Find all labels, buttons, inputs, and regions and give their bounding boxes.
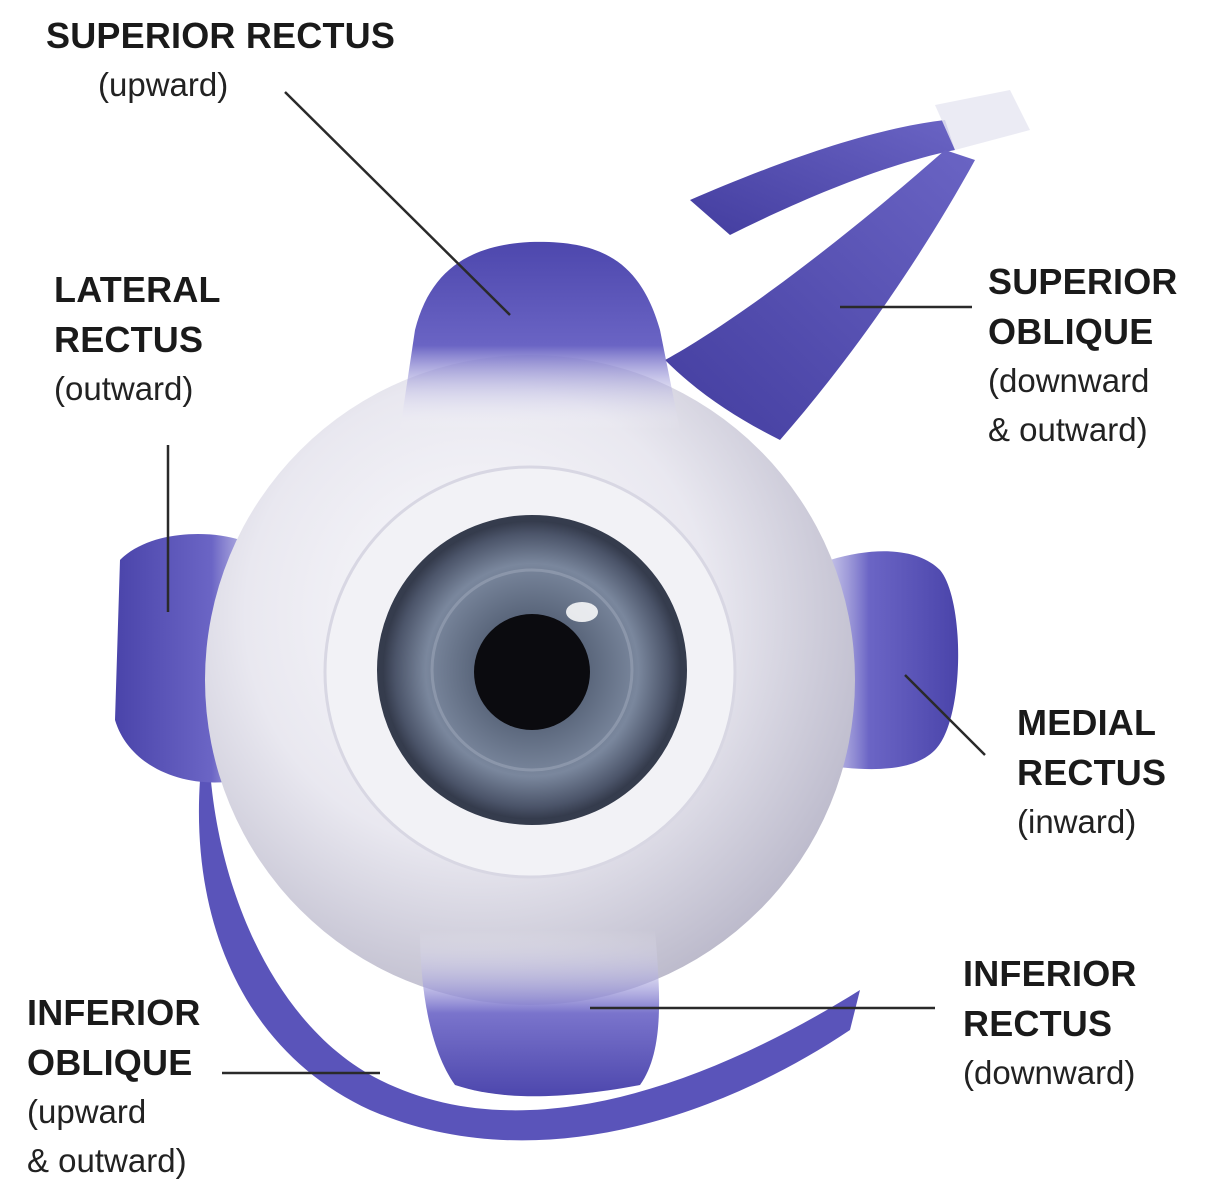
label-lateral-rectus: LATERAL RECTUS (outward) bbox=[54, 269, 221, 407]
iris-ring bbox=[430, 568, 634, 772]
inferior-rectus-muscle bbox=[420, 930, 660, 1097]
inferior-oblique-name-line1: INFERIOR bbox=[27, 992, 201, 1033]
inferior-rectus-name-line2: RECTUS bbox=[963, 1003, 1113, 1044]
label-inferior-rectus: INFERIOR RECTUS (downward) bbox=[963, 953, 1137, 1091]
inferior-rectus-name-line1: INFERIOR bbox=[963, 953, 1137, 994]
superior-rectus-function: (upward) bbox=[98, 66, 229, 103]
label-superior-rectus: SUPERIOR RECTUS (upward) bbox=[46, 15, 396, 103]
trochlea-tendon bbox=[935, 90, 1030, 150]
medial-rectus-name-line1: MEDIAL bbox=[1017, 702, 1157, 743]
superior-oblique-tendon bbox=[690, 120, 955, 235]
lateral-rectus-name-line2: RECTUS bbox=[54, 319, 204, 360]
superior-oblique-name-line1: SUPERIOR bbox=[988, 261, 1178, 302]
medial-rectus-name-line2: RECTUS bbox=[1017, 752, 1167, 793]
leader-superior-rectus bbox=[284, 91, 511, 316]
label-superior-oblique: SUPERIOR OBLIQUE (downward & outward) bbox=[988, 261, 1178, 448]
corneal-highlight bbox=[566, 602, 598, 622]
label-medial-rectus: MEDIAL RECTUS (inward) bbox=[1017, 702, 1167, 840]
medial-rectus-function: (inward) bbox=[1017, 803, 1137, 840]
inferior-oblique-function-line2: & outward) bbox=[27, 1142, 187, 1179]
superior-rectus-name: SUPERIOR RECTUS bbox=[46, 15, 396, 56]
inferior-oblique-name-line2: OBLIQUE bbox=[27, 1042, 193, 1083]
pupil bbox=[474, 614, 590, 730]
superior-oblique-name-line2: OBLIQUE bbox=[988, 311, 1154, 352]
leader-medial-rectus bbox=[904, 674, 986, 756]
superior-rectus-muscle bbox=[400, 241, 680, 430]
superior-oblique-function-line1: (downward bbox=[988, 362, 1150, 399]
label-inferior-oblique: INFERIOR OBLIQUE (upward & outward) bbox=[27, 992, 201, 1179]
lateral-rectus-function: (outward) bbox=[54, 370, 194, 407]
superior-oblique-muscle bbox=[665, 150, 975, 440]
inferior-oblique-function-line1: (upward bbox=[27, 1093, 147, 1130]
inferior-rectus-function: (downward) bbox=[963, 1054, 1136, 1091]
lateral-rectus-name-line1: LATERAL bbox=[54, 269, 221, 310]
superior-oblique-function-line2: & outward) bbox=[988, 411, 1148, 448]
